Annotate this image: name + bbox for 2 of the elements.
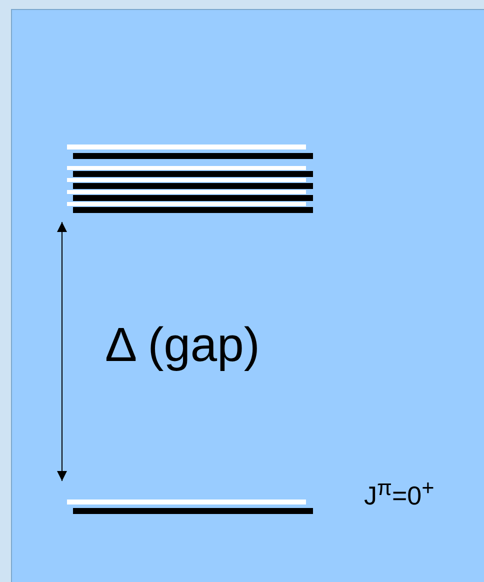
spin-parity-label: J$^{π}$=0$^{+}$: [364, 477, 434, 509]
gap-label: Δ (gap): [105, 322, 260, 370]
